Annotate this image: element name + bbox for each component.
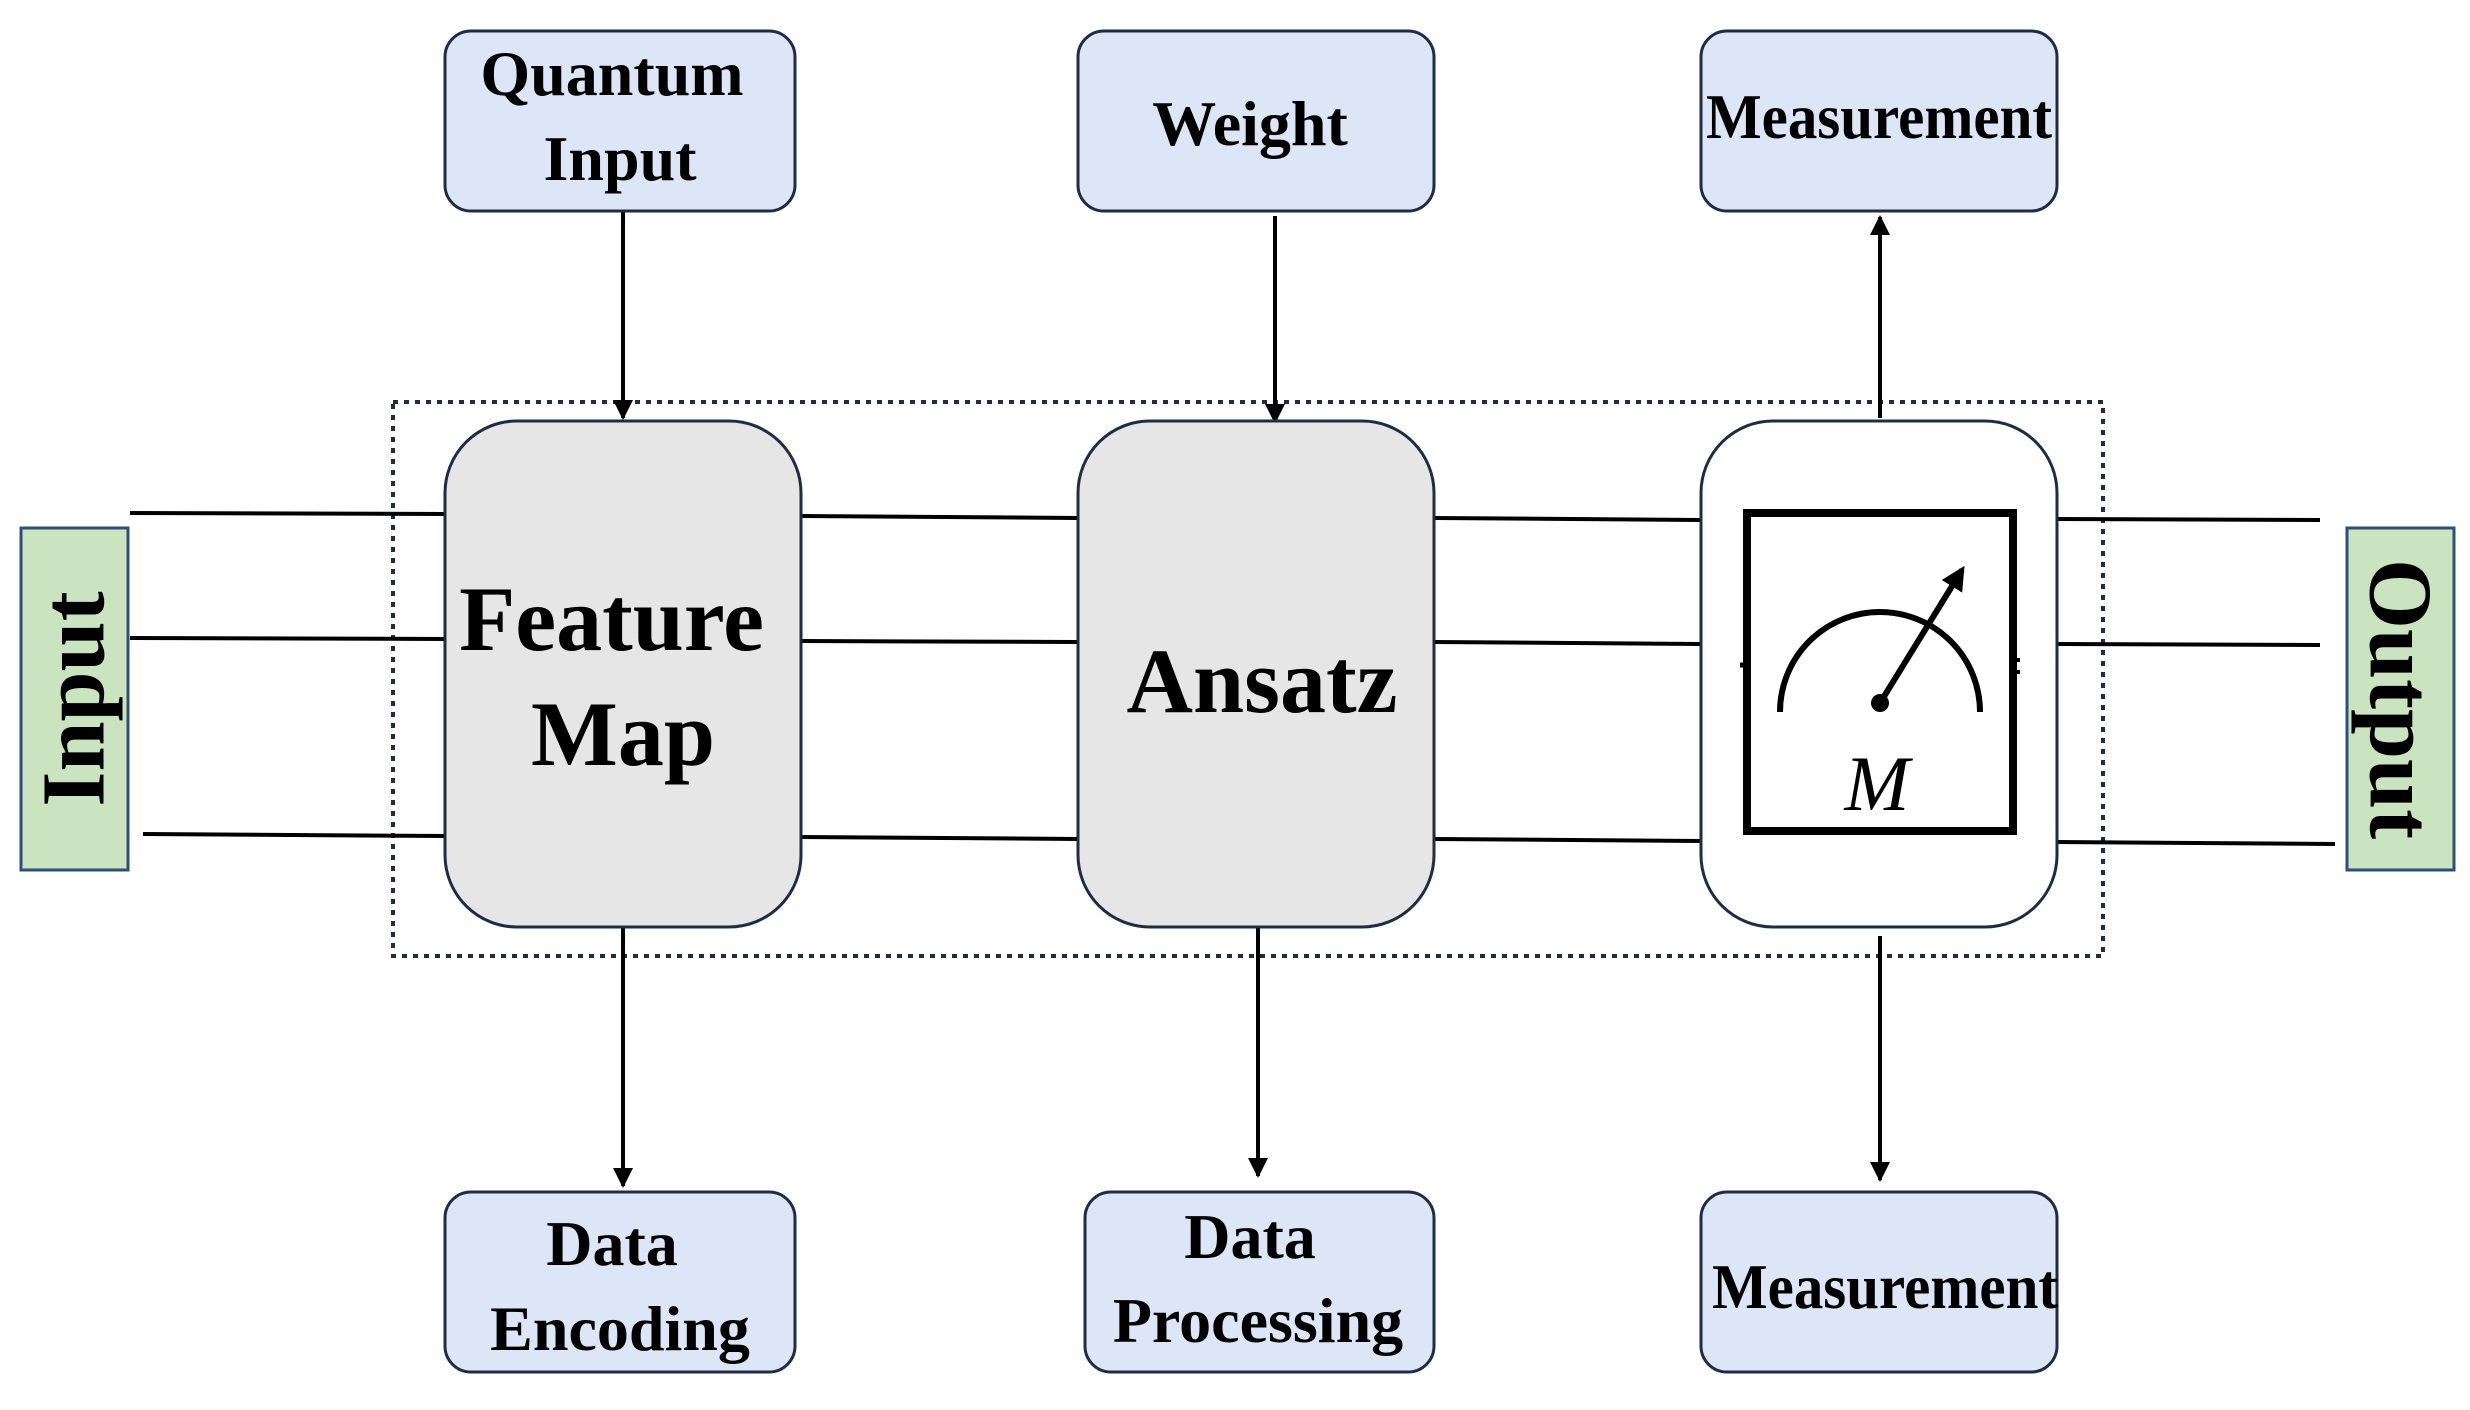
- top-measurement-label: Measurement: [1706, 81, 2053, 152]
- wire-3-mid1: [799, 835, 1079, 841]
- quantum-input-line-1: Quantum: [480, 38, 743, 109]
- data-processing-line-2: Processing: [1113, 1285, 1403, 1356]
- top-measurement-box: Measurement: [1699, 29, 2059, 213]
- output-label: Output: [2351, 559, 2450, 839]
- data-encoding-line-2: Encoding: [490, 1293, 750, 1364]
- feature-map-block: Feature Map: [443, 419, 803, 929]
- weight-box: Weight: [1076, 29, 1436, 213]
- svg-text:Quantum Input: Quantum Input: [480, 38, 759, 194]
- quantum-input-line-2: Input: [544, 123, 698, 194]
- quantum-input-box: Quantum Input: [443, 29, 797, 213]
- meter-symbol: M: [1844, 740, 1914, 827]
- svg-text:Feature Map: Feature Map: [459, 568, 787, 785]
- ansatz-label: Ansatz: [1127, 630, 1398, 732]
- ansatz-block: Ansatz: [1076, 419, 1436, 929]
- wire-2-output: [2054, 642, 2321, 647]
- wire-1-mid1: [799, 514, 1079, 520]
- weight-label: Weight: [1152, 88, 1348, 159]
- wire-1-input: [129, 511, 446, 516]
- feature-map-line-1: Feature: [459, 568, 764, 670]
- bottom-measurement-box: Measurement: [1699, 1190, 2059, 1374]
- bottom-measurement-label: Measurement: [1712, 1251, 2059, 1322]
- data-encoding-box: Data Encoding: [443, 1190, 797, 1374]
- wire-2-mid2: [1432, 640, 1702, 646]
- wire-2-input: [129, 636, 446, 641]
- data-encoding-line-1: Data: [546, 1208, 678, 1279]
- data-processing-line-1: Data: [1184, 1201, 1316, 1272]
- measurement-block: M: [1699, 419, 2059, 929]
- wire-3-mid2: [1432, 837, 1702, 843]
- wire-2-mid1: [799, 639, 1079, 644]
- data-processing-box: Data Processing: [1083, 1190, 1436, 1374]
- qubit-wires: [129, 511, 2336, 846]
- connector-arrows: [613, 212, 1890, 1188]
- input-side-label: Input: [19, 526, 130, 872]
- measurement-meter-icon: M: [1740, 509, 2020, 835]
- wire-1-mid2: [1432, 516, 1702, 522]
- wire-3-output: [2054, 840, 2336, 846]
- wire-3-input: [142, 832, 446, 838]
- output-side-label: Output: [2345, 526, 2456, 872]
- svg-text:Data Processing: Data Processing: [1113, 1201, 1403, 1356]
- input-label: Input: [25, 591, 124, 806]
- svg-text:Data Encoding: Data Encoding: [490, 1208, 750, 1364]
- wire-1-output: [2054, 517, 2321, 522]
- circuit-region-border: [391, 400, 2105, 958]
- feature-map-line-2: Map: [531, 683, 715, 785]
